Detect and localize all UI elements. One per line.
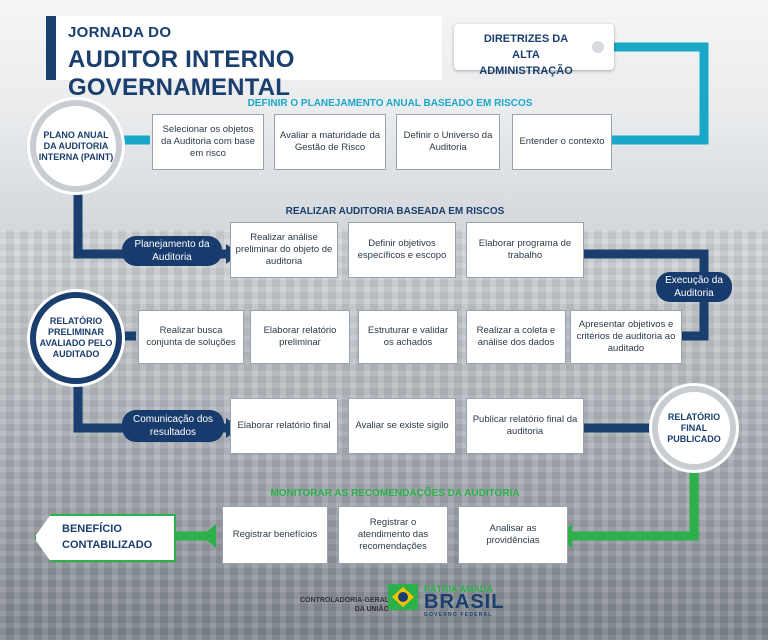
step-apresentar-objetivos: Apresentar objetivos e critérios de audi…	[570, 310, 682, 364]
navy-connector-2	[584, 249, 709, 272]
diretrizes-card: DIRETRIZES DA ALTA ADMINISTRAÇÃO	[454, 24, 614, 77]
cgu-line-1: CONTROLADORIA-GERAL	[300, 597, 390, 604]
step-avaliar-sigilo: Avaliar se existe sigilo	[348, 398, 456, 454]
step-elaborar-programa: Elaborar programa de trabalho	[466, 222, 584, 278]
beneficio-line-1: BENEFÍCIO	[62, 523, 122, 535]
step-entender-contexto: Entender o contexto	[512, 114, 612, 170]
step-relatorio-final: Elaborar relatório final	[230, 398, 338, 454]
step-selecionar-objetos: Selecionar os objetos da Auditoria com b…	[152, 114, 264, 170]
relatorio-final-circle: RELATÓRIO FINAL PUBLICADO	[652, 386, 736, 470]
step-registrar-beneficios: Registrar benefícios	[222, 506, 328, 564]
step-definir-universo: Definir o Universo da Auditoria	[396, 114, 500, 170]
diretrizes-line-2: ALTA ADMINISTRAÇÃO	[479, 49, 573, 77]
green-connector-1	[572, 468, 699, 541]
paint-circle: PLANO ANUAL DA AUDITORIA INTERNA (PAINT)	[30, 100, 122, 192]
section-auditoria-title: REALIZAR AUDITORIA BASEADA EM RISCOS	[285, 206, 505, 217]
beneficio-text: BENEFÍCIO CONTABILIZADO	[62, 521, 152, 553]
title-line-1: JORNADA DO	[68, 24, 172, 41]
diretrizes-line-1: DIRETRIZES DA	[483, 33, 569, 45]
title-card: JORNADA DO AUDITOR INTERNO GOVERNAMENTAL	[46, 16, 442, 101]
pill-execucao: Execução da Auditoria	[656, 272, 732, 302]
arrow-head-4	[202, 524, 216, 548]
relatorio-preliminar-circle: RELATÓRIO PRELIMINAR AVALIADO PELO AUDIT…	[30, 292, 122, 384]
beneficio-card	[34, 514, 176, 562]
diretrizes-text: DIRETRIZES DA ALTA ADMINISTRAÇÃO	[466, 31, 586, 79]
cgu-label: CONTROLADORIA-GERAL DA UNIÃO	[300, 596, 389, 614]
step-avaliar-maturidade: Avaliar a maturidade da Gestão de Risco	[274, 114, 386, 170]
lightbulb-icon	[592, 41, 604, 53]
pill-planejamento: Planejamento da Auditoria	[122, 236, 222, 266]
step-coleta-dados: Realizar a coleta e análise dos dados	[466, 310, 566, 364]
step-relatorio-preliminar: Elaborar relatório preliminar	[250, 310, 350, 364]
flag-globe	[398, 592, 408, 602]
step-publicar-relatorio: Publicar relatório final da auditoria	[466, 398, 584, 454]
title-accent-bar	[46, 16, 56, 80]
section-planejamento-title: DEFINIR O PLANEJAMENTO ANUAL BASEADO EM …	[247, 98, 533, 109]
beneficio-line-2: CONTABILIZADO	[62, 539, 153, 551]
step-definir-objetivos: Definir objetivos específicos e escopo	[348, 222, 456, 278]
step-estruturar-achados: Estruturar e validar os achados	[358, 310, 458, 364]
step-registrar-atendimento: Registrar o atendimento das recomendaçõe…	[338, 506, 448, 564]
brasil-label: BRASIL	[424, 591, 505, 613]
step-analisar-providencias: Analisar as providências	[458, 506, 568, 564]
governo-federal-label: GOVERNO FEDERAL	[424, 612, 493, 618]
section-monitorar-title: MONITORAR AS RECOMENDAÇÕES DA AUDITORIA	[270, 488, 520, 499]
pill-comunicacao: Comunicação dos resultados	[122, 410, 224, 442]
navy-connector-3	[682, 300, 709, 341]
step-analise-preliminar: Realizar análise preliminar do objeto de…	[230, 222, 338, 278]
cgu-line-2: DA UNIÃO	[354, 606, 390, 613]
patria-amada-label: PÁTRIA AMADA	[424, 584, 493, 594]
teal-connector-1	[612, 42, 709, 145]
title-line-2: AUDITOR INTERNO GOVERNAMENTAL	[68, 46, 295, 101]
step-busca-solucoes: Realizar busca conjunta de soluções	[138, 310, 244, 364]
